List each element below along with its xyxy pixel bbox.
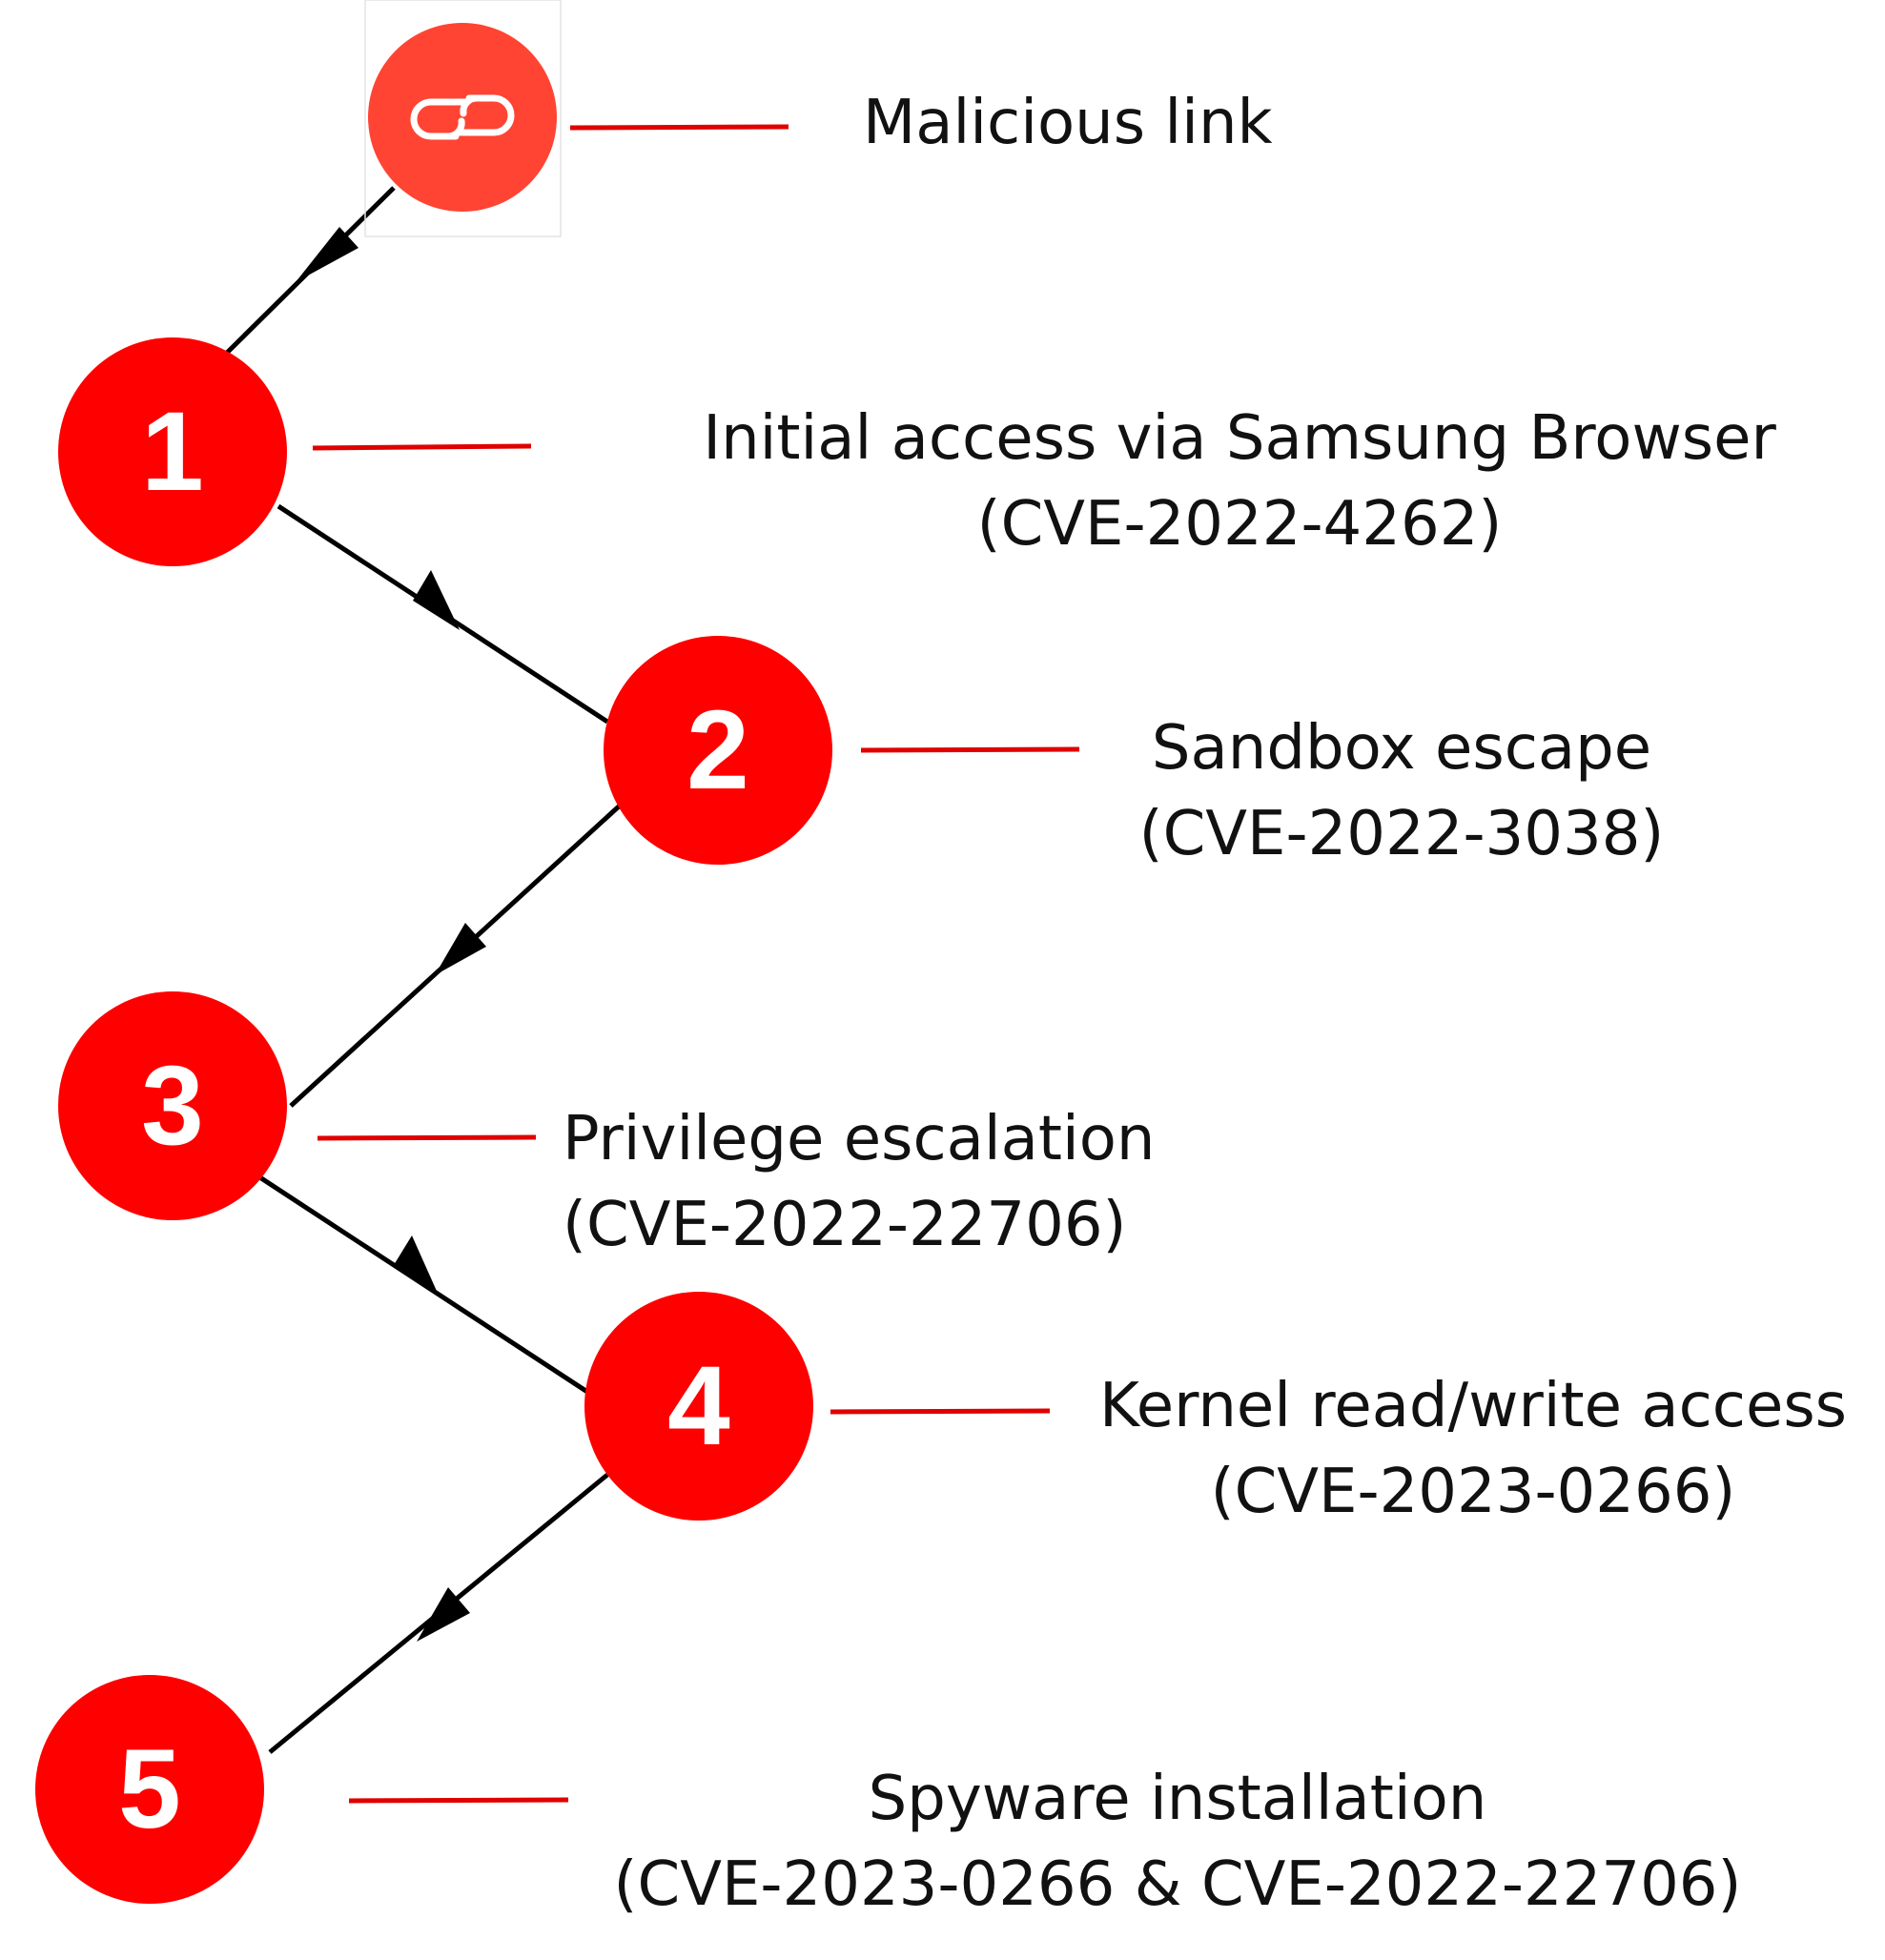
connector-malicious-link [569,124,789,131]
arrowhead-5 [417,1587,470,1642]
step-node-3: 3 [58,991,287,1220]
connector-step-4 [830,1408,1051,1415]
step-circle-3 [58,991,287,1220]
step-node-1: 1 [58,337,287,566]
step-number-4: 4 [667,1343,730,1469]
step-title-2: Sandbox escape [1151,713,1652,784]
step-cve-2: (CVE-2022-3038) [1138,799,1665,869]
arrowhead-1-main [296,227,359,282]
connector-step-1 [312,443,532,451]
step-node-5: 5 [35,1675,264,1904]
arrowhead-2 [413,570,460,630]
step-number-3: 3 [141,1043,204,1169]
step-circle-4 [584,1292,813,1521]
step-label-3: Privilege escalation (CVE-2022-22706) [563,1096,1211,1268]
connector-step-3 [317,1134,537,1141]
link-icon-frame [364,0,562,237]
label-connectors [312,124,1080,1804]
step-cve-3: (CVE-2022-22706) [563,1190,1127,1260]
malicious-link-label: Malicious link [863,80,1378,166]
malicious-link-node [364,0,562,237]
malicious-link-text: Malicious link [863,88,1273,158]
link-circle [368,23,557,212]
step-cve-4: (CVE-2023-0266) [1210,1457,1736,1527]
step-circle-5 [35,1675,264,1904]
step-number-5: 5 [118,1726,181,1852]
step-label-1: Initial access via Samsung Browser (CVE-… [667,396,1812,567]
step-nodes: 1 2 3 4 5 [35,337,832,1904]
step-number-2: 2 [686,687,749,813]
step-circle-2 [604,636,832,865]
step-label-4: Kernel read/write access (CVE-2023-0266) [1068,1363,1878,1535]
step-node-4: 4 [584,1292,813,1521]
step-title-3: Privilege escalation [563,1104,1156,1174]
step-number-1: 1 [141,389,204,515]
step-label-5: Spyware installation (CVE-2023-0266 & CV… [572,1756,1783,1928]
step-label-2: Sandbox escape (CVE-2022-3038) [1116,705,1688,877]
connector-step-5 [348,1797,569,1804]
arrowheads [296,227,486,1642]
arrowhead-3 [435,923,486,975]
step-cve-1: (CVE-2022-4262) [976,489,1503,560]
step-title-4: Kernel read/write access [1099,1371,1847,1441]
step-circle-1 [58,337,287,566]
step-title-1: Initial access via Samsung Browser [703,403,1776,474]
flow-arrows [224,186,622,1754]
connector-step-2 [860,746,1080,753]
step-node-2: 2 [604,636,832,865]
link-icon [410,94,515,140]
arrowhead-4 [394,1235,440,1297]
step-cve-5: (CVE-2023-0266 & CVE-2022-22706) [613,1849,1742,1920]
step-title-5: Spyware installation [868,1764,1487,1834]
